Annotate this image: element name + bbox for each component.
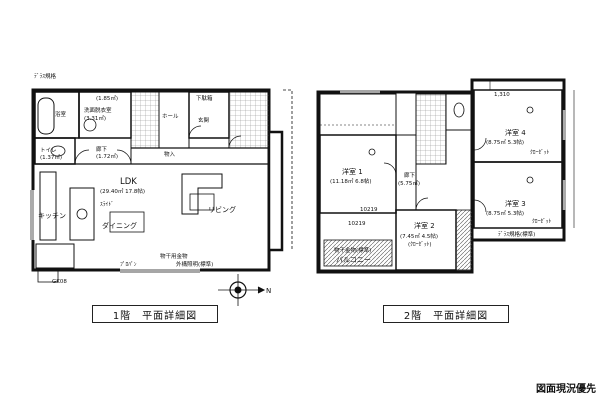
dining-table: [109, 211, 145, 233]
label-washroom: 洗面脱衣室: [84, 106, 112, 114]
floor2-plan: [316, 78, 575, 274]
label-room2: 洋室 2: [414, 221, 435, 230]
floor2-labels: 洋室 1 (11.18㎡ 6.8帖) 廊下 (5.75㎡) 洋室 2 (7.45…: [330, 92, 552, 264]
note-bottom-left: GK08: [52, 279, 67, 285]
hall: [158, 91, 190, 149]
note-bottom-mid: ﾌﾟﾛﾊﾟﾝ: [120, 261, 137, 268]
label-corridor2: 廊下: [404, 171, 416, 179]
label-room1-size: (11.18㎡ 6.8帖): [330, 177, 372, 185]
label-room3: 洋室 3: [505, 199, 526, 208]
label-toilet-size: (1.37㎡): [40, 153, 62, 161]
label-dining: ダイニング: [102, 221, 137, 230]
label-room4-cl: ｸﾛｰｾﾞｯﾄ: [530, 149, 550, 156]
label-room2-cl: (ｸﾛｰｾﾞｯﾄ): [408, 241, 432, 248]
label-room1: 洋室 1: [342, 167, 363, 176]
kitchen-counter: [39, 171, 57, 241]
label-ldk-size: (29.40㎡ 17.8帖): [100, 187, 145, 195]
label-corridor1: 廊下: [96, 145, 108, 153]
note-top-left: ﾃﾞﾗｽ規格: [34, 72, 57, 80]
label-note-bottom: ﾃﾞﾗｽ規格(標準): [498, 230, 535, 238]
room1-closet: [319, 93, 397, 136]
label-room3-cl: ｸﾛｰｾﾞｯﾄ: [532, 218, 552, 225]
label-corridor1-size: (1.72㎡): [96, 152, 118, 160]
stairs1: [130, 91, 160, 149]
label-shoebox: 下駄箱: [196, 94, 213, 102]
label-bath: 浴室: [55, 110, 67, 118]
living-sofa: [181, 173, 223, 215]
label-entrance: 玄関: [198, 116, 210, 124]
note-kitchen: ｽﾗｲﾄﾞ: [100, 201, 114, 208]
floor2-caption: 2階 平面詳細図: [383, 305, 509, 323]
label-closet-size: (1.85㎡): [96, 94, 118, 102]
note-bottom-mid2: 物干用金物: [160, 252, 188, 260]
floor1-caption: 1階 平面詳細図: [92, 305, 218, 323]
compass-north-label: N: [266, 287, 271, 295]
room2: [395, 209, 457, 271]
label-room3-size: (8.75㎡ 5.3帖): [486, 209, 524, 217]
footer-note: 図面現況優先: [536, 384, 596, 395]
label-room4: 洋室 4: [505, 128, 526, 137]
label-toilet: トイレ: [40, 148, 57, 154]
label-corridor2-size: (5.75㎡): [398, 179, 420, 187]
label-room2-size: (7.45㎡ 4.5帖): [400, 232, 438, 240]
note-bottom-right: 外構照明(標準): [176, 260, 213, 268]
label-balcony: バルコニー: [336, 256, 371, 264]
label-wash-size: (3.31㎡): [84, 114, 106, 122]
balcony: [319, 212, 397, 271]
stairs2: [415, 93, 447, 165]
floor2-right-wing: [470, 78, 566, 242]
label-dim2: 10219: [360, 207, 378, 213]
label-room4-size: (8.75㎡ 5.3帖): [486, 138, 524, 146]
floor1-labels: ﾃﾞﾗｽ規格 浴室 洗面脱衣室 (3.31㎡) (1.85㎡) トイレ (1.3…: [34, 72, 236, 285]
label-kitchen: キッチン: [38, 212, 66, 220]
room3: [473, 161, 563, 229]
label-storage: 物入: [164, 150, 176, 158]
label-dim1: 1,310: [494, 92, 510, 98]
kitchen-island: [69, 187, 95, 241]
label-balcony-note: 物干金物(標準): [334, 246, 371, 254]
compass: N: [218, 274, 271, 306]
floor1-plan: [30, 88, 293, 283]
label-living: リビング: [208, 205, 236, 214]
label-dim3: 10219: [348, 221, 366, 227]
label-hall: ホール: [162, 113, 179, 120]
label-ldk: LDK: [120, 177, 137, 187]
